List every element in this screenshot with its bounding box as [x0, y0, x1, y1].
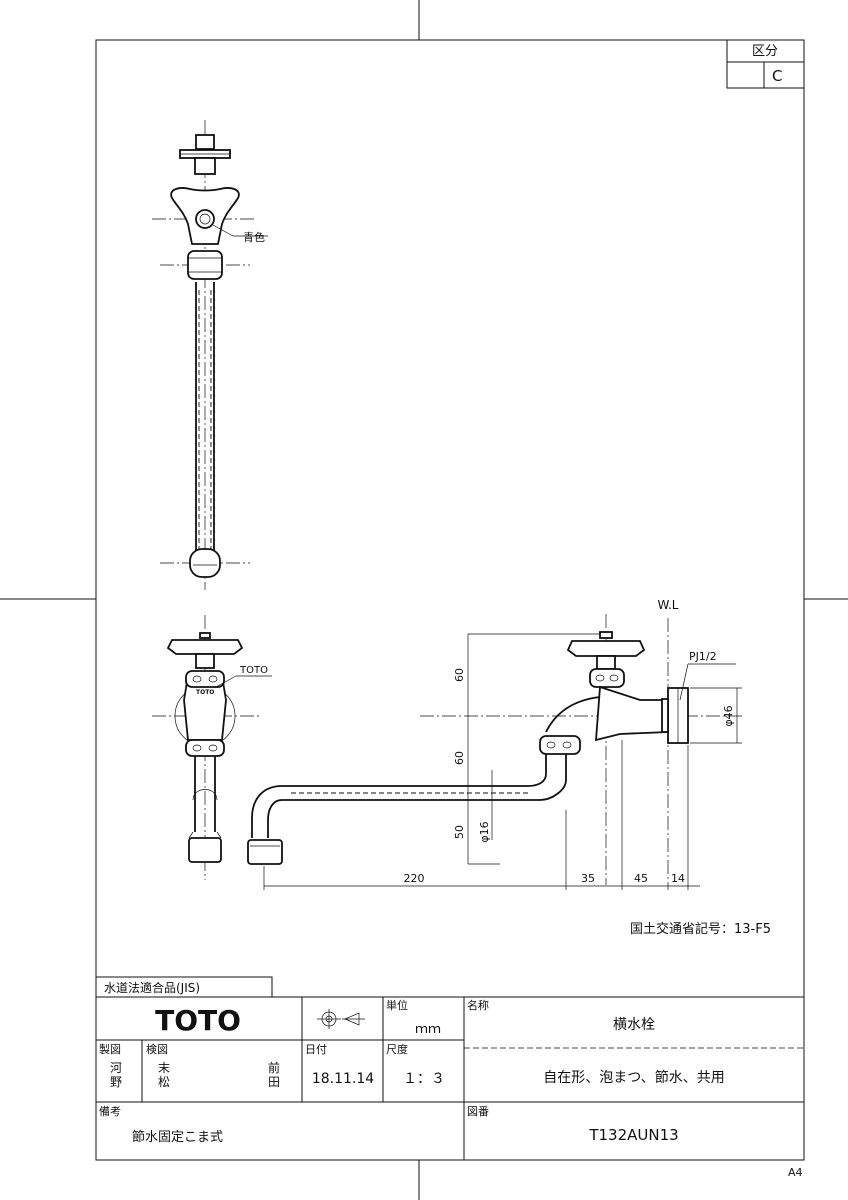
dim-phi16: φ16 — [478, 821, 491, 842]
name-value: 横水栓 — [613, 1017, 655, 1033]
remarks-value: 節水固定こま式 — [132, 1130, 223, 1145]
water-line: W.L — [658, 598, 679, 612]
dim-50: 50 — [453, 825, 466, 839]
color-note: 青色 — [243, 230, 265, 244]
scale-label: 尺度 — [386, 1042, 408, 1056]
made-label: 製図 — [99, 1042, 121, 1056]
checked-label: 検図 — [146, 1042, 168, 1056]
thread-note: PJ1/2 — [689, 650, 717, 663]
category-box: 区分 C — [726, 39, 805, 89]
dim-60-upper: 60 — [453, 668, 466, 682]
dim-45: 45 — [634, 872, 648, 885]
front-body-brand: TOTO — [196, 689, 214, 696]
dim-220: 220 — [404, 872, 425, 885]
paper-size: A4 — [788, 1166, 803, 1179]
drawing-no-label: 図番 — [467, 1105, 489, 1118]
date-value: 18.11.14 — [312, 1071, 374, 1087]
dim-phi46: φ46 — [722, 705, 735, 726]
name-label: 名称 — [467, 998, 489, 1012]
category-value: C — [772, 67, 782, 85]
approval-code: 国土交通省記号：13-F5 — [630, 921, 771, 937]
border — [95, 39, 805, 1161]
date-label: 日付 — [305, 1043, 327, 1056]
dimensions: 60 60 50 φ16 220 35 45 14 φ46 W.L PJ1/2 — [263, 598, 742, 890]
toto-logo: TOTO — [155, 1004, 241, 1037]
top-view: 青色 — [152, 120, 268, 590]
unit-value: ｍｍ — [415, 1022, 441, 1037]
dim-35: 35 — [581, 872, 595, 885]
checked-by-2: 前田 — [268, 1060, 280, 1089]
side-view — [247, 614, 742, 890]
title-block: 水道法適合品(JIS) TOTO 単位 ｍｍ 名称 横水栓 自在形、泡まつ、節水… — [95, 976, 804, 1160]
drawing-no-value: T132AUN13 — [588, 1126, 678, 1144]
spec-value: 自在形、泡まつ、節水、共用 — [543, 1069, 724, 1086]
projection-symbol — [317, 1009, 365, 1029]
scale-value: １：３ — [403, 1071, 445, 1087]
made-by: 河野 — [110, 1061, 122, 1089]
remarks-label: 備考 — [99, 1105, 121, 1118]
brand-note: TOTO — [239, 665, 268, 676]
front-view: TOTO TOTO — [152, 615, 272, 880]
unit-label: 単位 — [386, 998, 408, 1012]
dim-60-lower: 60 — [453, 751, 466, 765]
dim-14: 14 — [671, 872, 685, 885]
jis-label: 水道法適合品(JIS) — [104, 980, 200, 995]
category-label: 区分 — [752, 44, 778, 59]
checked-by-1: 末松 — [158, 1061, 170, 1089]
